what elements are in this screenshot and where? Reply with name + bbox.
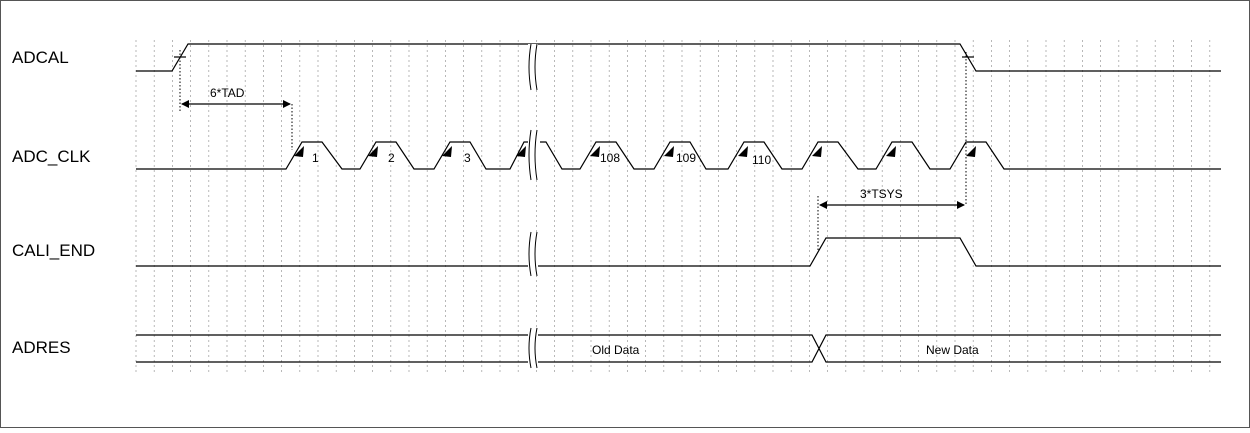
clock-label-2: 2 [388,151,395,165]
time-break-markers [528,43,538,369]
break-mask [528,232,538,276]
tsys-label: 3*TSYS [860,187,903,201]
clock-edge-arrow [966,146,976,157]
signal-label-cali-end: CALI_END [12,241,95,260]
adcal-waveform [136,43,1221,72]
clock-label-110: 110 [752,153,771,167]
adres-bus-waveform [136,334,1221,363]
cali-end-waveform [136,237,1221,267]
clock-label-1: 1 [312,151,319,165]
adres-old-data-label: Old Data [592,343,640,357]
break-curve [528,43,532,91]
break-curve [534,327,538,369]
break-curve [528,327,532,369]
break-mask [528,130,538,180]
break-mask [528,44,538,90]
break-curve [534,231,538,277]
clock-edge-arrow [812,146,822,157]
break-curve [528,129,532,181]
clock-edge-arrow [886,146,896,157]
break-mask [528,328,538,368]
signal-label-adc-clk: ADC_CLK [12,147,91,166]
clock-label-3: 3 [464,151,471,165]
clock-edge-arrow [516,146,526,157]
adc-clk-waveform [136,141,1221,170]
clock-label-109: 109 [676,151,696,165]
break-curve [528,231,532,277]
signal-label-adcal: ADCAL [12,48,69,67]
clock-edge-arrow [368,146,378,157]
adres-new-data-label: New Data [926,343,979,357]
tad-label: 6*TAD [210,86,245,100]
grid-lines [135,40,1211,372]
clock-edge-arrow [664,146,674,157]
break-curve [534,129,538,181]
signal-label-adres: ADRES [12,338,71,357]
clock-edge-arrow [442,146,452,157]
clock-edge-arrow [590,146,600,157]
clock-edge-arrows [294,146,976,157]
clock-edge-arrow [294,146,304,157]
clock-label-108: 108 [600,151,620,165]
break-curve [534,43,538,91]
clock-edge-arrow [738,146,748,157]
